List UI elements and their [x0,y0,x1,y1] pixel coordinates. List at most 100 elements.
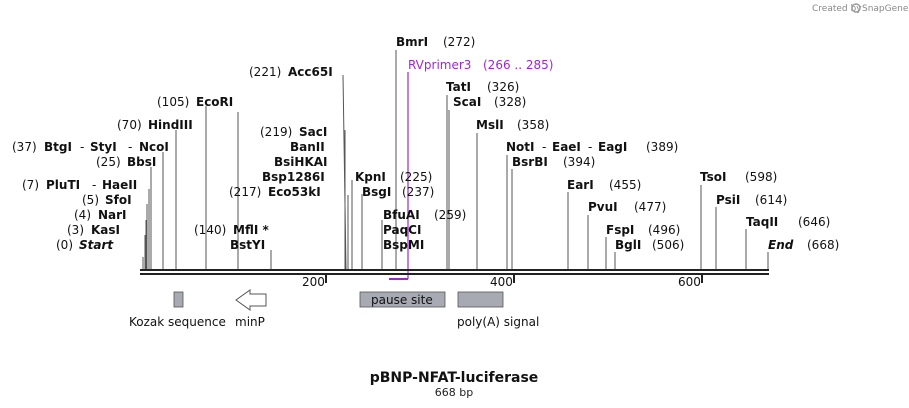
bsrbi-pos: (394) [563,155,595,169]
enzyme-paqci[interactable]: PaqCI [383,223,421,237]
mfli-pos: (140) [194,223,226,237]
enzyme-bsrbi[interactable]: BsrBI [512,155,548,169]
bbsi-pos: (25) [96,155,121,169]
bsgi-pos: (237) [402,185,434,199]
enzyme-styi[interactable]: StyI [90,140,117,154]
snapgene-credit: Created by SnapGene [812,3,909,14]
ecori-pos: (105) [157,95,189,109]
minp-label: minP [235,315,265,329]
enzyme-bstyi[interactable]: BstYI [230,238,265,252]
acc65i-pos: (221) [249,65,281,79]
enzyme-saci[interactable]: SacI [299,125,327,139]
enzyme-btgi[interactable]: BtgI [44,140,72,154]
feature-pause-site[interactable]: pause site [359,291,446,308]
sfoi-pos: (5) [82,193,99,207]
enzyme-bgli[interactable]: BglI [615,238,641,252]
sequence-backbone [140,269,769,275]
feature-polya[interactable]: poly(A) signal [457,291,539,329]
map-title: pBNP-NFAT-luciferase [370,370,539,386]
taqii-pos: (646) [798,215,830,229]
kozak-box [173,291,184,308]
enzyme-hindiii[interactable]: HindIII [148,118,193,132]
enzyme-bbsi[interactable]: BbsI [127,155,156,169]
feature-minp[interactable]: minP [235,289,267,329]
end-label: End [768,238,794,252]
dash-separator: - [128,140,132,154]
enzyme-noti[interactable]: NotI [506,140,535,154]
saci-pos: (219) [260,125,292,139]
snapgene-logo-icon [851,3,861,13]
enzyme-pluti[interactable]: PluTI [46,178,80,192]
enzyme-tati[interactable]: TatI [446,80,471,94]
feature-kozak[interactable]: Kozak sequence [129,291,226,329]
cut-line-acc65i [342,74,347,270]
msli-pos: (358) [517,118,549,132]
enzyme-eco53ki[interactable]: Eco53kI [268,185,321,199]
minp-arrow-icon [235,289,267,311]
enzyme-eari[interactable]: EarI [567,178,594,192]
enzyme-taqii[interactable]: TaqII [746,215,778,229]
enzyme-bfuai[interactable]: BfuAI [383,208,420,222]
enzyme-labels: (0) Start (3) KasI (4) NarI (5) SfoI (7)… [12,35,839,252]
enzyme-kpni[interactable]: KpnI [355,170,386,184]
pause-site-label: pause site [371,293,433,307]
enzyme-mfli[interactable]: MflI * [233,223,269,237]
credit-brand: SnapGene [862,4,909,14]
end-pos: (668) [807,238,839,252]
enzyme-kasi[interactable]: KasI [91,223,120,237]
enzyme-eaei[interactable]: EaeI [552,140,581,154]
nari-pos: (4) [74,208,91,222]
enzyme-bspmi[interactable]: BspMI [383,238,424,252]
enzyme-bsihkai[interactable]: BsiHKAI [274,155,328,169]
scai-pos: (328) [494,95,526,109]
enzyme-ecori[interactable]: EcoRI [196,95,233,109]
enzyme-acc65i[interactable]: Acc65I [288,65,333,79]
enzyme-banii[interactable]: BanII [290,140,325,154]
dash-separator: - [92,178,96,192]
dash-separator: - [588,140,592,154]
noti-pos: (389) [646,140,678,154]
eco53ki-pos: (217) [229,185,261,199]
enzyme-pvui[interactable]: PvuI [588,200,618,214]
eari-pos: (455) [609,178,641,192]
bfuai-pos: (259) [434,208,466,222]
enzyme-nari[interactable]: NarI [98,208,127,222]
enzyme-sfoi[interactable]: SfoI [105,193,132,207]
btgi-pos: (37) [12,140,37,154]
pvui-pos: (477) [634,200,666,214]
enzyme-msli[interactable]: MslI [476,118,504,132]
pluti-pos: (7) [22,178,39,192]
enzyme-bmri[interactable]: BmrI [396,35,428,49]
sequence-length: 668 bp [435,386,473,399]
cut-site-lines [142,50,769,270]
enzyme-bsgi[interactable]: BsgI [362,185,391,199]
enzyme-psii[interactable]: PsiI [716,193,740,207]
ruler-tick-label-400: 400 [490,275,513,289]
tati-pos: (326) [487,80,519,94]
primer-name: RVprimer3 [408,58,471,72]
enzyme-scai[interactable]: ScaI [453,95,481,109]
bgli-pos: (506) [652,238,684,252]
pause-site-box [359,291,446,308]
start-pos: (0) [56,238,73,252]
backbone-bottom-strand [140,273,769,275]
enzyme-tsoi[interactable]: TsoI [700,170,726,184]
psii-pos: (614) [755,193,787,207]
primer-rvprimer3[interactable]: RVprimer3 (266 .. 285) [389,58,553,280]
kozak-label: Kozak sequence [129,315,226,329]
fspi-pos: (496) [648,223,680,237]
ruler: 200 400 600 [302,275,703,289]
enzyme-fspi[interactable]: FspI [606,223,634,237]
dash-separator: - [80,140,84,154]
tsoi-pos: (598) [745,170,777,184]
enzyme-bsp1286i[interactable]: Bsp1286I [262,170,325,184]
enzyme-haeii[interactable]: HaeII [102,178,137,192]
enzyme-ncoi[interactable]: NcoI [139,140,169,154]
hindiii-pos: (70) [117,118,142,132]
kasi-pos: (3) [67,223,84,237]
enzyme-eagi[interactable]: EagI [598,140,627,154]
dash-separator: - [542,140,546,154]
backbone-top-strand [140,269,769,271]
start-label: Start [79,238,114,252]
